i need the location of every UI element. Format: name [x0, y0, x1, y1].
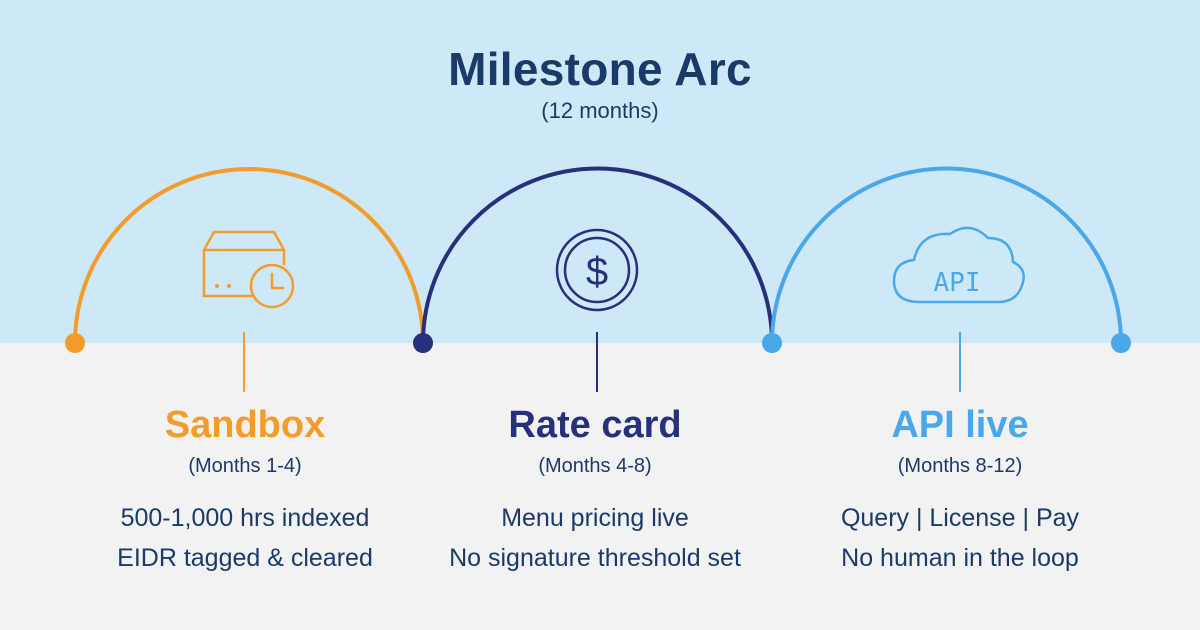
api-live-end-dot: [1111, 333, 1131, 353]
phase-title: API live: [891, 404, 1029, 446]
page-title: Milestone Arc: [448, 43, 752, 95]
top-background-band: [0, 0, 1200, 343]
phase-api-live: API live (Months 8-12) Query | License |…: [780, 402, 1140, 578]
sandbox-arc: [73, 167, 425, 344]
bottom-background-band: [0, 343, 1200, 630]
phase-rate-card: Rate card (Months 4-8) Menu pricing live…: [415, 402, 775, 578]
phase-months: (Months 1-4): [188, 455, 302, 477]
phase-line: Query | License | Pay: [840, 504, 1080, 532]
cloud-api-icon: API: [892, 226, 1025, 304]
phase-title: Sandbox: [164, 404, 326, 446]
phase-sandbox: Sandbox (Months 1-4) 500-1,000 hrs index…: [65, 402, 425, 578]
svg-text:$: $: [586, 250, 608, 294]
phase-title: Rate card: [508, 404, 682, 446]
phase-line: EIDR tagged & cleared: [117, 544, 373, 572]
api-live-start-dot: [762, 333, 782, 353]
page-subtitle: (12 months): [541, 98, 659, 123]
api-live-arc: [770, 166, 1123, 344]
phase-description: Query | License | Pay No human in the lo…: [780, 498, 1140, 578]
dollar-coin-icon: $: [555, 228, 639, 312]
phase-months: (Months 8-12): [897, 455, 1023, 477]
sandbox-start-dot: [65, 333, 85, 353]
phase-line: Menu pricing live: [501, 504, 689, 532]
api-icon-label: API: [934, 268, 981, 298]
rate-card-arc: [421, 166, 774, 344]
phase-line: No human in the loop: [841, 544, 1079, 572]
phase-months: (Months 4-8): [538, 455, 652, 477]
phase-description: 500-1,000 hrs indexed EIDR tagged & clea…: [65, 498, 425, 578]
phase-description: Menu pricing live No signature threshold…: [415, 498, 775, 578]
rate-card-start-dot: [413, 333, 433, 353]
phase-line: No signature threshold set: [449, 544, 741, 572]
phase-line: 500-1,000 hrs indexed: [120, 504, 370, 532]
storage-box-clock-icon: [202, 230, 295, 309]
